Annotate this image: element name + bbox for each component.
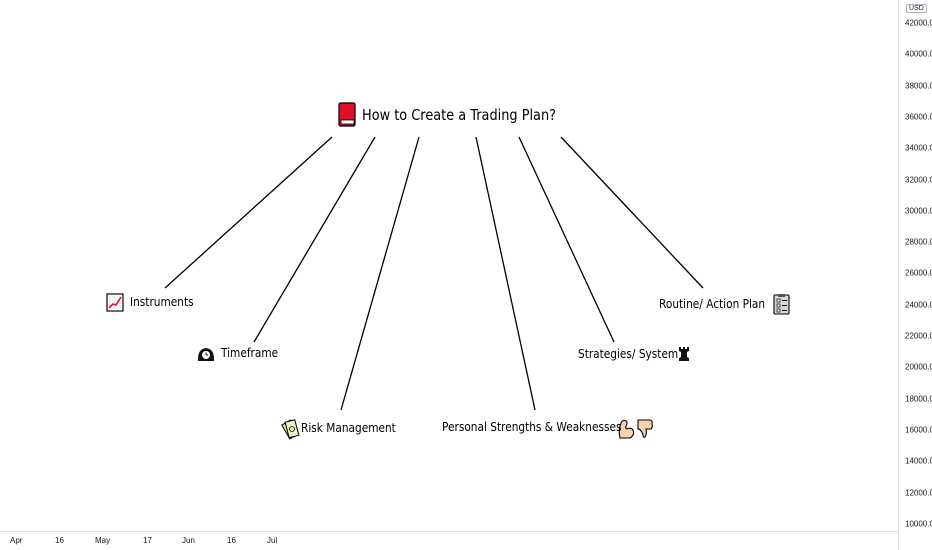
book-icon [338, 102, 356, 127]
node-risk-management: Risk Management [301, 421, 396, 435]
price-tick: 22000.0 [905, 331, 932, 341]
price-tick: 36000.0 [905, 112, 932, 122]
price-tick: 18000.0 [905, 394, 932, 404]
currency-label: USD [906, 4, 927, 13]
node-routine: Routine/ Action Plan [659, 297, 766, 311]
mindmap-connectors [106, 102, 790, 440]
price-tick: 28000.0 [905, 237, 932, 247]
dollar-note-icon [281, 419, 300, 440]
time-tick: 16 [227, 536, 236, 545]
price-tick: 24000.0 [905, 300, 932, 310]
price-tick: 42000.0 [905, 18, 932, 28]
checklist-icon [773, 294, 790, 315]
time-tick: May [95, 536, 111, 545]
price-tick: 32000.0 [905, 175, 932, 184]
connector-risk [340, 136, 420, 411]
price-tick: 20000.0 [905, 362, 932, 372]
time-axis[interactable]: Apr 16 May 17 Jun 16 Jul [0, 531, 898, 550]
node-timeframe: Timeframe [221, 346, 279, 360]
connector-strengths [475, 136, 536, 411]
price-tick: 38000.0 [905, 81, 932, 91]
node-instruments: Instruments [130, 295, 194, 309]
price-tick: 34000.0 [905, 143, 932, 153]
chart-canvas[interactable]: How to Create a Trading Plan? Instrument… [0, 0, 898, 531]
connector-timeframe [253, 136, 376, 343]
price-axis[interactable]: USD 42000.0 40000.0 38000.0 36000.0 34000.0 3… [898, 0, 932, 550]
time-tick: Apr [10, 536, 23, 545]
price-tick: 26000.0 [905, 268, 932, 278]
price-tick: 12000.0 [905, 488, 932, 497]
clock-icon [198, 348, 214, 361]
time-tick: Jun [182, 536, 195, 545]
time-tick: 17 [143, 536, 152, 545]
connector-strategies [518, 136, 615, 343]
price-tick: 10000.0 [905, 519, 932, 529]
price-tick: 30000.0 [905, 206, 932, 216]
chess-rook-icon [679, 347, 689, 361]
chart-up-icon [106, 293, 124, 312]
flexed-biceps-icon [618, 419, 635, 439]
time-tick: Jul [267, 536, 278, 545]
mindmap-title: How to Create a Trading Plan? [362, 106, 556, 124]
node-strategies: Strategies/ System [578, 347, 679, 361]
thumbs-down-icon [637, 419, 653, 438]
node-personal-strengths: Personal Strengths & Weaknesses [442, 420, 622, 434]
connector-routine [560, 136, 704, 289]
connector-instruments [164, 136, 333, 289]
price-tick: 16000.0 [905, 425, 932, 435]
time-tick: 16 [55, 536, 64, 545]
price-tick: 40000.0 [905, 49, 932, 59]
price-tick: 14000.0 [905, 456, 932, 466]
